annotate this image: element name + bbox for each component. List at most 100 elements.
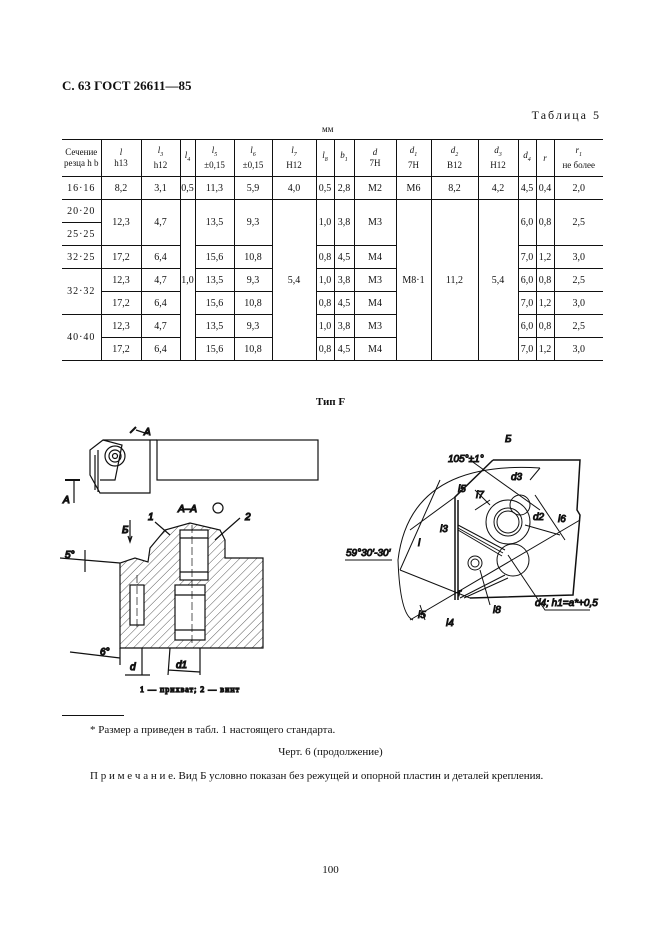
column-symbol: l	[157, 144, 161, 155]
table-cell: 4,5	[333, 245, 355, 269]
table-cell: 15,6	[194, 245, 235, 269]
type-title: Тип F	[315, 396, 346, 408]
table-cell: 3,0	[553, 245, 603, 269]
part-2-label: 2	[244, 512, 251, 523]
column-subscript: 3	[160, 151, 164, 158]
angle-5-label: 5°	[65, 550, 75, 561]
column-header: l3 h12	[140, 139, 181, 177]
table-cell: 15,6	[194, 337, 235, 361]
table-cell: 4,5	[333, 291, 355, 315]
table-cell: 3,0	[553, 291, 603, 315]
column-header: Сечение резца h b	[62, 139, 102, 177]
table-cell: 1,0	[315, 199, 335, 246]
column-header: d4	[517, 139, 537, 177]
table-cell: 0,5	[315, 176, 335, 200]
table-cell: М6	[395, 176, 432, 200]
table-caption: Таблица 5	[531, 108, 601, 122]
dim-r-label: r	[458, 588, 462, 599]
table-cell: 8,2	[100, 176, 142, 200]
column-tolerance: h12	[153, 160, 168, 171]
table-cell: 4,7	[140, 314, 181, 338]
angle-6-label: 6°	[100, 647, 110, 658]
table-cell: 1,2	[535, 291, 555, 315]
column-subscript: 5	[214, 151, 218, 158]
table-cell: 1,0	[315, 268, 335, 292]
table-cell: 11,3	[194, 176, 235, 200]
column-header: l4	[179, 139, 196, 177]
column-symbol: l	[291, 144, 294, 155]
table-cell: 6,0	[517, 268, 537, 292]
table-cell: 8,2	[430, 176, 479, 200]
arrow-a-label-2: А	[62, 495, 70, 506]
dim-l4-label: l4	[446, 618, 454, 629]
table-cell: 2,5	[553, 314, 603, 338]
view-b-drawing: Б 105°±1° 59°30′-30′ l5 l7 d3 d2 l6 l3 l…	[345, 434, 599, 630]
angle-59-label: 59°30′-30′	[346, 548, 392, 559]
table-cell: М3	[353, 268, 397, 292]
column-symbol: d	[494, 144, 499, 155]
table-cell: 2,5	[553, 268, 603, 292]
column-header: b1	[333, 139, 355, 177]
table-cell: 0,8	[315, 245, 335, 269]
table-cell: 3,8	[333, 314, 355, 338]
table-cell: 11,2	[430, 199, 479, 361]
column-symbol: b	[340, 150, 345, 161]
column-symbol: l	[119, 147, 123, 157]
table-cell: 2,0	[553, 176, 603, 200]
dim-l6-label: l6	[558, 514, 566, 525]
section-cell: 20·20	[62, 199, 102, 223]
column-subscript: 1	[579, 151, 582, 158]
table-cell: 10,8	[233, 337, 273, 361]
figure-caption: Черт. 6 (продолжение)	[278, 746, 383, 758]
table-cell: М2	[353, 176, 397, 200]
table-cell: 0,8	[535, 268, 555, 292]
table-cell: 5,4	[477, 199, 519, 361]
table-cell: 4,5	[333, 337, 355, 361]
column-tolerance: B12	[446, 160, 462, 171]
table-cell: 1,0	[179, 199, 196, 361]
table-cell: 7,0	[517, 245, 537, 269]
column-tolerance: ±0,15	[204, 160, 225, 171]
dim-d2-label: d2	[533, 512, 545, 523]
table-cell: М3	[353, 314, 397, 338]
table-cell: 15,6	[194, 291, 235, 315]
angle-105-label: 105°±1°	[448, 454, 484, 465]
table-cell: 0,4	[535, 176, 555, 200]
column-symbol: d	[372, 147, 378, 157]
holder-drawing-section: А А А–А 1 2 Б 5° 6° d d1 1 — прихват; 2 …	[60, 426, 319, 695]
table-cell: 3,0	[553, 337, 603, 361]
section-cell: 32·32	[62, 268, 102, 315]
table-cell: М4	[353, 291, 397, 315]
section-a-a	[60, 502, 264, 676]
column-symbol: d	[523, 150, 528, 161]
view-b-arrow-label: Б	[122, 525, 129, 536]
table-cell: 3,8	[333, 199, 355, 246]
section-cell: 32·25	[62, 245, 102, 269]
table-cell: 5,9	[233, 176, 273, 200]
table-cell: 1,0	[315, 314, 335, 338]
section-cell: 16·16	[62, 176, 102, 200]
table-cell: 10,8	[233, 291, 273, 315]
column-tolerance: не более	[562, 160, 595, 171]
dim-l5-label: l5	[458, 484, 466, 495]
column-subscript: 2	[455, 151, 459, 158]
table-cell: 1,2	[535, 245, 555, 269]
section-cell: 40·40	[62, 314, 102, 361]
column-subscript: 3	[498, 151, 502, 158]
table-cell: 13,5	[194, 314, 235, 338]
column-subscript: 1	[414, 151, 418, 158]
column-header-label: Сечение резца h b	[64, 147, 99, 168]
dim-l5b-label: l5	[418, 610, 426, 621]
column-tolerance: 7H	[369, 158, 381, 168]
column-symbol: l	[250, 144, 253, 155]
